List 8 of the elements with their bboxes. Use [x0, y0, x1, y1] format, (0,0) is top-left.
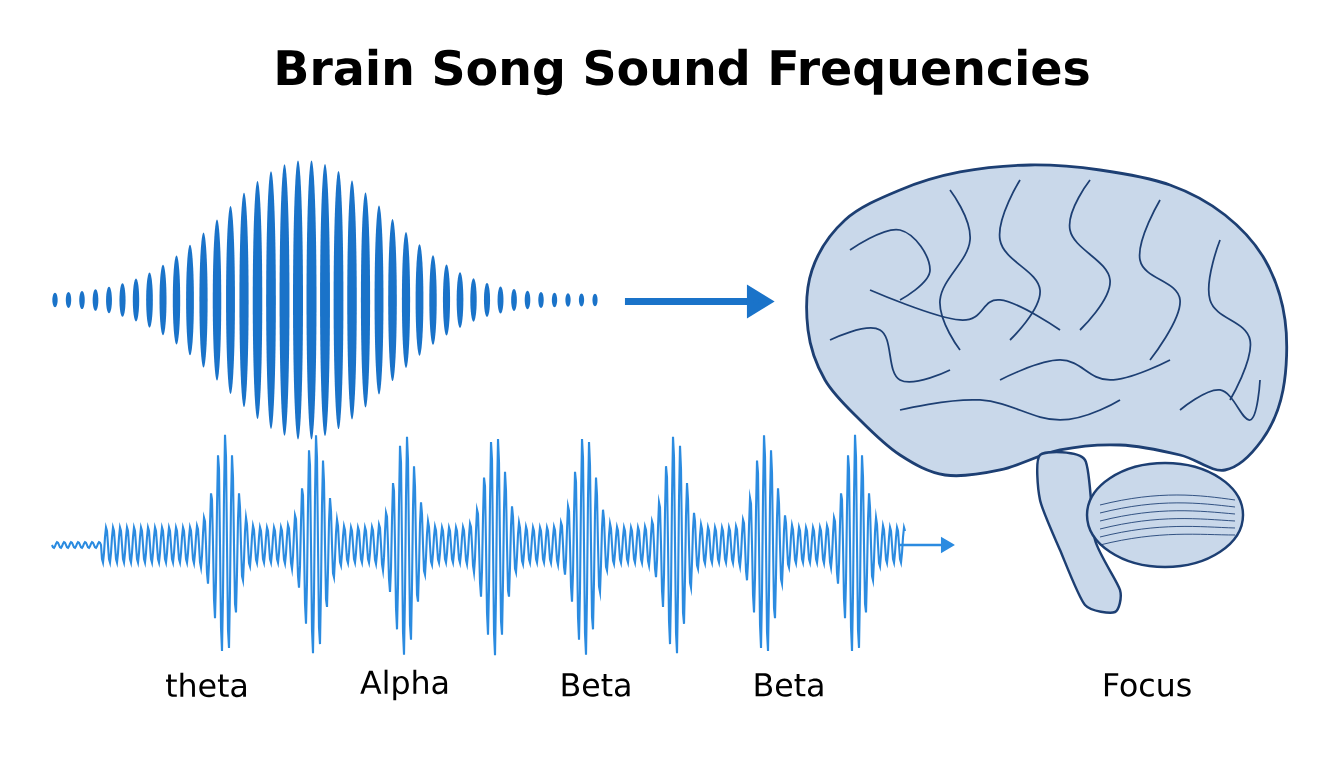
wave-label: Alpha: [360, 669, 448, 701]
wave-label: Focus: [1104, 673, 1191, 697]
wave-label: theta: [166, 672, 246, 698]
brain-drawing: [805, 163, 1289, 614]
title: Brain Song Sound Frequencies: [277, 48, 1089, 96]
wave-label: Beta: [755, 673, 823, 697]
waveform-drawing: [52, 160, 598, 440]
wave-label: Beta: [562, 673, 630, 697]
